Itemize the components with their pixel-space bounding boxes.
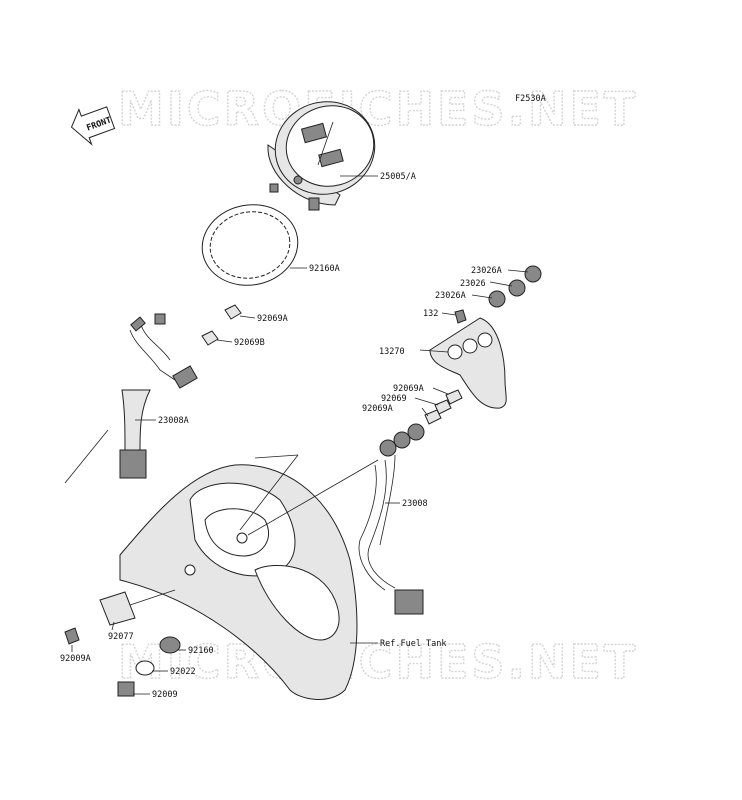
label-knob: 92077 [108, 632, 134, 642]
cap-mid-part [508, 279, 526, 297]
label-fuel-tank: Ref.Fuel Tank [380, 639, 447, 649]
label-ring: 92160A [309, 264, 340, 274]
label-cap-mid: 23026 [460, 279, 486, 289]
cap-low-part [488, 290, 506, 308]
washer-part [135, 660, 155, 676]
cap-top-part [524, 265, 542, 283]
label-bracket: 13270 [379, 347, 405, 357]
label-grommet: 92160 [188, 646, 214, 656]
label-washer: 92022 [170, 667, 196, 677]
label-clip-r1: 92069A [393, 384, 424, 394]
figure-code: F2530A [515, 94, 546, 104]
watermark-bottom: MICROFICHES.NET [118, 635, 638, 689]
clip-r1-part [445, 389, 463, 405]
watermark-top: MICROFICHES.NET [118, 82, 638, 136]
front-arrow-icon: FRONT [70, 106, 116, 146]
left-harness-part [119, 313, 198, 479]
clip-lower-part [201, 330, 219, 346]
bezel-ring-part [201, 204, 299, 286]
bolt-part [117, 681, 135, 697]
label-harness-left: 23008A [158, 416, 189, 426]
label-harness-right: 23008 [402, 499, 428, 509]
label-cap-low: 23026A [435, 291, 466, 301]
label-clip-lower: 92069B [234, 338, 265, 348]
clip-r3-part [424, 409, 442, 425]
label-clip-r2: 92069 [381, 394, 407, 404]
label-screw: 132 [423, 309, 438, 319]
fuel-tank-cover-part [64, 429, 358, 700]
grommet-part [159, 636, 181, 654]
label-speedometer: 25005/A [380, 172, 416, 182]
screw-part [454, 309, 467, 324]
bracket-part [429, 309, 507, 409]
label-clip-upper: 92069A [257, 314, 288, 324]
label-clip-r3: 92069A [362, 404, 393, 414]
bolt-left-part [64, 627, 80, 645]
speedometer-part [267, 101, 376, 211]
label-bolt-left: 92009A [60, 654, 91, 664]
label-bolt: 92009 [152, 690, 178, 700]
right-harness-part [247, 423, 425, 615]
clip-upper-part [224, 304, 242, 320]
label-cap-top: 23026A [471, 266, 502, 276]
knob-part [99, 589, 176, 626]
